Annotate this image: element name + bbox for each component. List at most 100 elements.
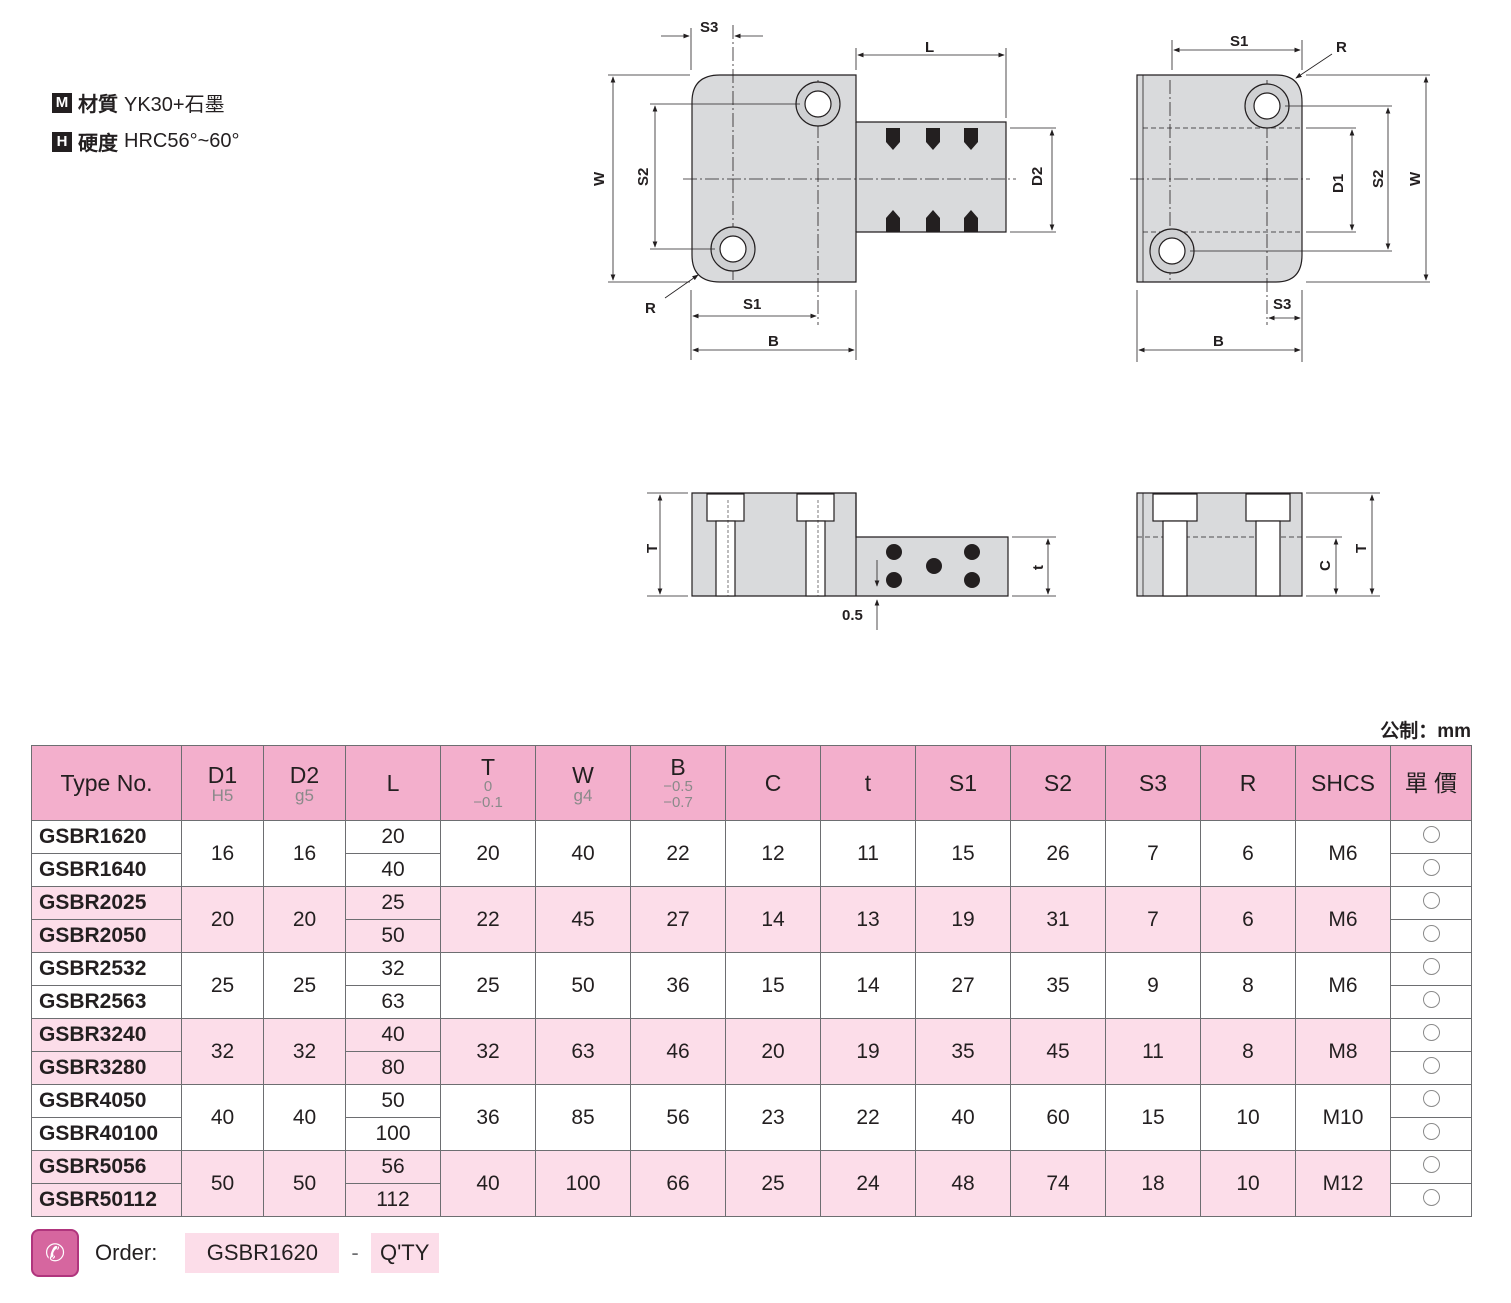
type-no-cell: GSBR2050 <box>31 919 182 953</box>
price-cell <box>1390 1084 1472 1118</box>
header-s1: S1 <box>915 745 1011 821</box>
material-badge: M <box>52 92 72 113</box>
cell-s3: 7 <box>1105 886 1201 953</box>
type-no-cell: GSBR40100 <box>31 1117 182 1151</box>
cell-t: 22 <box>440 886 536 953</box>
price-cell <box>1390 1018 1472 1052</box>
cell-t: 20 <box>440 820 536 887</box>
cell-shcs: M12 <box>1295 1150 1391 1217</box>
cell-t: 22 <box>820 1084 916 1151</box>
price-circle-icon <box>1422 826 1440 843</box>
price-circle-icon <box>1422 1123 1440 1140</box>
label-offset: 0.5 <box>842 607 863 624</box>
cell-l: 100 <box>345 1117 441 1151</box>
header-shcs: SHCS <box>1295 745 1391 821</box>
material-spec: M 材質 YK30+石墨 <box>52 88 225 117</box>
side-view-right <box>1136 492 1380 597</box>
cell-t: 24 <box>820 1150 916 1217</box>
cell-w: 63 <box>535 1018 631 1085</box>
cell-l: 112 <box>345 1183 441 1217</box>
cell-s1: 15 <box>915 820 1011 887</box>
cell-d2: 40 <box>263 1084 346 1151</box>
cell-s1: 19 <box>915 886 1011 953</box>
price-cell <box>1390 1150 1472 1184</box>
cell-t: 40 <box>440 1150 536 1217</box>
cell-b: 36 <box>630 952 726 1019</box>
cell-t: 32 <box>440 1018 536 1085</box>
type-no-cell: GSBR2563 <box>31 985 182 1019</box>
order-example: GSBR1620 <box>185 1233 340 1273</box>
header-price: 單 價 <box>1390 745 1472 821</box>
cell-c: 12 <box>725 820 821 887</box>
cell-shcs: M10 <box>1295 1084 1391 1151</box>
cell-s2: 74 <box>1010 1150 1106 1217</box>
cell-s2: 35 <box>1010 952 1106 1019</box>
cell-t: 13 <box>820 886 916 953</box>
price-circle-icon <box>1422 1156 1440 1173</box>
cell-c: 15 <box>725 952 821 1019</box>
header-s3: S3 <box>1105 745 1201 821</box>
cell-r: 6 <box>1200 820 1296 887</box>
cell-r: 10 <box>1200 1084 1296 1151</box>
cell-b: 66 <box>630 1150 726 1217</box>
label-t-lower: t <box>1030 565 1047 570</box>
cell-c: 20 <box>725 1018 821 1085</box>
label-t-upper-right: T <box>1353 544 1370 553</box>
cell-r: 8 <box>1200 952 1296 1019</box>
cell-s2: 60 <box>1010 1084 1106 1151</box>
price-cell <box>1390 1117 1472 1151</box>
cell-s2: 45 <box>1010 1018 1106 1085</box>
top-view-right <box>1130 40 1430 362</box>
cell-l: 50 <box>345 919 441 953</box>
price-circle-icon <box>1422 1189 1440 1206</box>
label-r-right: R <box>1336 39 1347 56</box>
cell-t: 25 <box>440 952 536 1019</box>
order-qty: Q'TY <box>370 1233 439 1273</box>
material-label: 材質 <box>78 94 118 116</box>
cell-t: 14 <box>820 952 916 1019</box>
cell-w: 40 <box>535 820 631 887</box>
header-b: B−0.5−0.7 <box>630 745 726 821</box>
price-cell <box>1390 919 1472 953</box>
label-d2: D2 <box>1029 167 1046 186</box>
price-circle-icon <box>1422 859 1440 876</box>
phone-icon: ✆ <box>31 1229 79 1277</box>
cell-b: 56 <box>630 1084 726 1151</box>
cell-s3: 18 <box>1105 1150 1201 1217</box>
cell-b: 46 <box>630 1018 726 1085</box>
cell-s1: 40 <box>915 1084 1011 1151</box>
price-circle-icon <box>1422 925 1440 942</box>
cell-shcs: M8 <box>1295 1018 1391 1085</box>
unit-label: 公制：mm <box>1380 721 1471 742</box>
price-cell <box>1390 985 1472 1019</box>
cell-l: 40 <box>345 853 441 887</box>
cell-l: 25 <box>345 886 441 920</box>
cell-s3: 15 <box>1105 1084 1201 1151</box>
label-w-right: W <box>1407 171 1424 186</box>
cell-d1: 25 <box>181 952 264 1019</box>
label-s3-top: S3 <box>700 19 718 36</box>
cell-w: 100 <box>535 1150 631 1217</box>
cell-d1: 16 <box>181 820 264 887</box>
cell-c: 25 <box>725 1150 821 1217</box>
type-no-cell: GSBR5056 <box>31 1150 182 1184</box>
cell-c: 23 <box>725 1084 821 1151</box>
price-cell <box>1390 853 1472 887</box>
order-line: ✆ Order: GSBR1620 - Q'TY <box>31 1229 439 1277</box>
cell-s1: 35 <box>915 1018 1011 1085</box>
header-r: R <box>1200 745 1296 821</box>
cell-l: 40 <box>345 1018 441 1052</box>
hardness-value: HRC56°~60° <box>124 130 240 152</box>
header-l: L <box>345 745 441 821</box>
table-row: GSBR2050 50 <box>31 919 1472 953</box>
cell-l: 20 <box>345 820 441 854</box>
technical-drawings: S3 L W S2 D2 R S1 B S1 R D1 S2 W S <box>591 19 1430 630</box>
top-view-left <box>608 25 1056 360</box>
